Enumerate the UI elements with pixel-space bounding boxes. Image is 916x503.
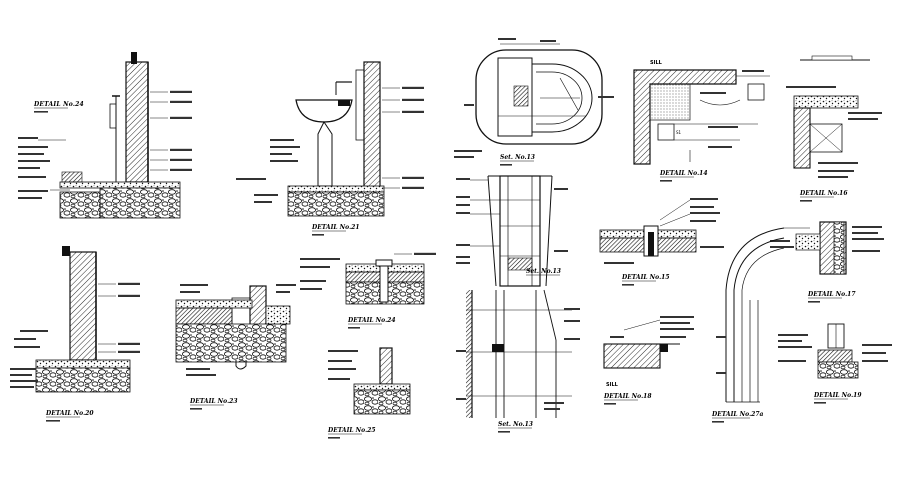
detail-10-title: DETAIL No.14 bbox=[659, 170, 708, 177]
detail-13-title: DETAIL No.17 bbox=[807, 291, 856, 298]
detail-11-corner-section bbox=[786, 55, 882, 178]
s1-mark: S1 bbox=[676, 130, 682, 135]
detail-7-shower-plan bbox=[454, 38, 614, 158]
detail-6-title: DETAIL No.25 bbox=[327, 427, 376, 434]
detail-2-title: DETAIL No.21 bbox=[311, 224, 360, 231]
detail-5-floor-drain-section bbox=[300, 252, 437, 305]
detail-10-corner-plan: SILL S1 bbox=[633, 60, 770, 165]
title-subtext-marks bbox=[34, 111, 826, 439]
detail-16-step-section bbox=[778, 323, 892, 379]
detail-14-sill-section: SILL bbox=[603, 316, 694, 388]
detail-16-title: DETAIL No.19 bbox=[813, 392, 862, 399]
detail-12-floor-section bbox=[599, 198, 724, 264]
detail-13-corner-section bbox=[770, 221, 884, 275]
detail-2-washbasin-section bbox=[236, 61, 425, 217]
detail-14-title: DETAIL No.18 bbox=[603, 393, 652, 400]
detail-7-title: Set. No.13 bbox=[500, 154, 535, 161]
detail-6-wall-footing-section bbox=[328, 347, 411, 415]
detail-12-title: DETAIL No.15 bbox=[621, 274, 670, 281]
sill-mark-bottom: SILL bbox=[606, 382, 619, 388]
detail-4-drain-section bbox=[175, 284, 296, 376]
detail-8-shower-elevation bbox=[456, 175, 568, 287]
detail-3-wall-section bbox=[10, 246, 141, 393]
detail-8-title: Set. No.13 bbox=[526, 268, 561, 275]
detail-9-title: Set. No.13 bbox=[498, 421, 533, 428]
detail-1-title: DETAIL No.24 bbox=[33, 101, 84, 108]
detail-15-curved-wall bbox=[716, 227, 810, 403]
detail-1-wall-section bbox=[18, 52, 193, 219]
detail-5-title: DETAIL No.24 bbox=[347, 317, 396, 324]
detail-15-title: DETAIL No.27a bbox=[711, 411, 764, 418]
detail-4-title: DETAIL No.23 bbox=[189, 398, 238, 405]
sill-mark-top: SILL bbox=[650, 60, 663, 66]
detail-3-title: DETAIL No.20 bbox=[45, 410, 94, 417]
detail-9-shower-section bbox=[456, 289, 580, 418]
detail-11-title: DETAIL No.16 bbox=[799, 190, 848, 197]
